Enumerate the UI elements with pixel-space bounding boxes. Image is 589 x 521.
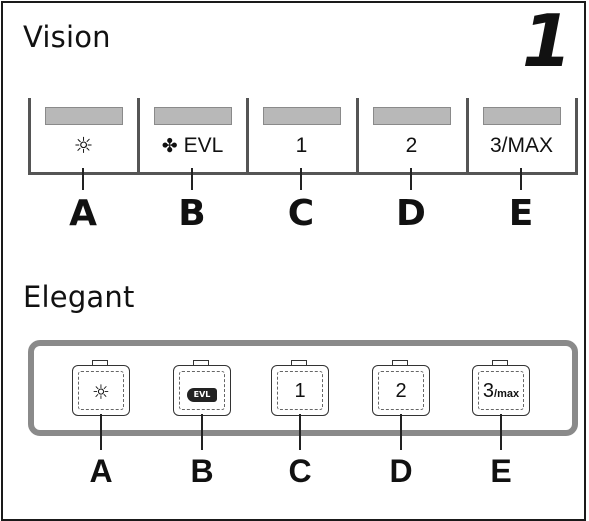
evl-icon: EVL [187,388,217,402]
callout-line [410,168,412,190]
callout-line [299,414,301,450]
callout-line [201,414,203,450]
vision-callout-a: A [69,193,97,234]
button-face [378,371,424,410]
vision-button-d[interactable]: 2 [356,98,464,174]
elegant-button-c-label: 1 [294,380,306,402]
vision-led-e [483,107,561,125]
elegant-callout-e: E [490,453,512,489]
elegant-callout-c: C [288,453,312,489]
elegant-button-e-label: 3 [482,380,495,402]
button-frame [271,365,329,416]
elegant-callout-d: D [389,453,413,489]
button-face [78,371,124,410]
vision-divider [466,98,469,174]
vision-callout-e: E [508,193,534,234]
vision-title: Vision [23,20,111,54]
callout-line [500,414,502,450]
elegant-button-c[interactable]: 1 [271,360,329,416]
vision-button-a[interactable]: ☼ [28,98,136,174]
elegant-button-e-label-small: /max [494,388,520,400]
vision-button-d-label: 2 [405,134,418,157]
fan-icon: ✤ [161,135,178,157]
vision-button-b-label: EVL [183,134,224,157]
elegant-button-a[interactable]: ☼ [72,360,130,416]
vision-divider [246,98,249,174]
callout-line [82,168,84,190]
button-frame [472,365,530,416]
vision-led-d [373,107,451,125]
button-frame [372,365,430,416]
button-face [179,371,225,410]
callout-line [100,414,102,450]
callout-line [520,168,522,190]
elegant-button-d-label: 2 [395,380,407,402]
vision-button-b[interactable]: ✤EVL [137,98,245,174]
vision-button-c-label: 1 [295,134,308,157]
elegant-title: Elegant [23,280,135,314]
elegant-callout-b: B [190,453,214,489]
elegant-button-b[interactable]: EVL [173,360,231,416]
elegant-button-e[interactable]: 3/max [472,360,530,416]
callout-line [191,168,193,190]
vision-panel-baseline [28,172,578,175]
button-frame [72,365,130,416]
vision-button-e[interactable]: 3/MAX [466,98,574,174]
vision-divider [28,98,31,174]
light-icon: ☼ [73,134,94,159]
vision-callout-c: C [287,193,315,234]
button-face [277,371,323,410]
vision-led-b [154,107,232,125]
vision-button-c[interactable]: 1 [246,98,354,174]
light-icon: ☼ [92,380,110,404]
callout-line [300,168,302,190]
vision-callout-b: B [178,193,206,234]
vision-divider [575,98,578,174]
vision-divider [356,98,359,174]
vision-led-c [263,107,341,125]
button-face [478,371,524,410]
elegant-callout-a: A [89,453,113,489]
vision-control-panel: ☼ ✤EVL 1 2 3/MAX [28,98,578,178]
callout-line [400,414,402,450]
vision-led-a [45,107,123,125]
elegant-button-d[interactable]: 2 [372,360,430,416]
vision-callout-d: D [396,193,426,234]
figure-number: 1 [521,0,572,83]
vision-button-e-label: 3/MAX [489,134,554,157]
vision-divider [137,98,140,174]
